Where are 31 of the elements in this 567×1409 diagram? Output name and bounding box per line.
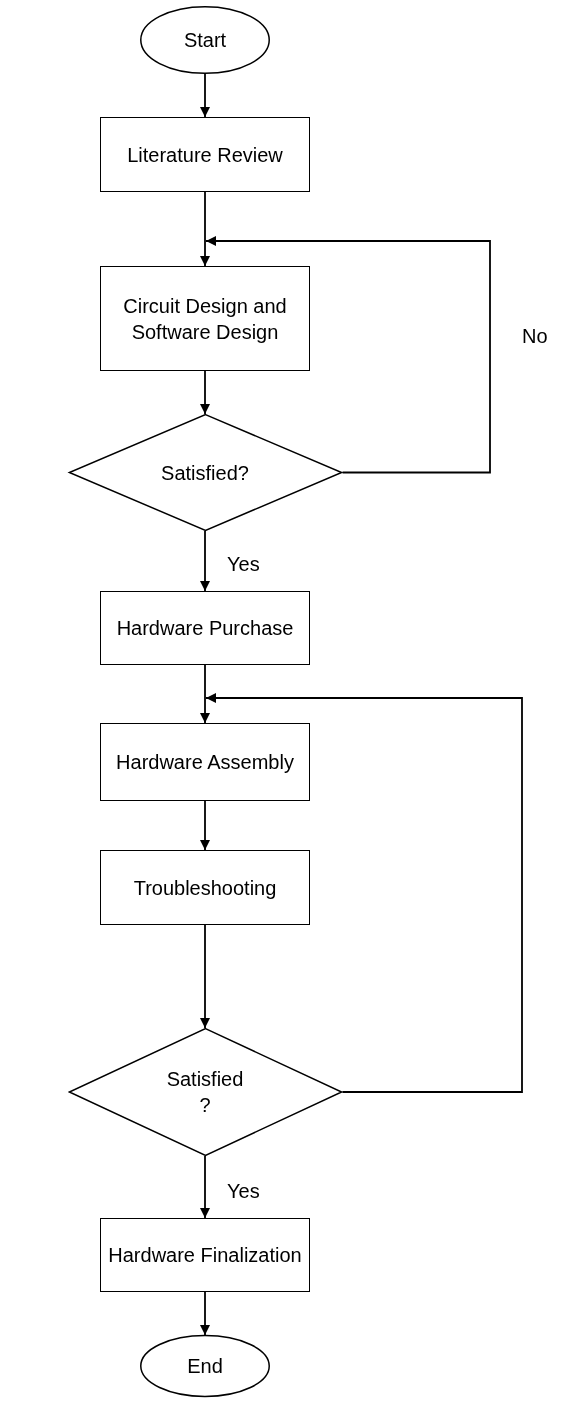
process-box xyxy=(100,850,310,925)
arrow xyxy=(205,693,523,1093)
node-text: Hardware Purchase xyxy=(116,616,294,641)
node-text: Hardware Finalization xyxy=(108,1243,302,1268)
node-text: Troubleshooting xyxy=(133,875,277,901)
arrow xyxy=(200,1155,210,1219)
arrow xyxy=(205,236,491,474)
node-text: Literature Review xyxy=(127,142,283,168)
arrow xyxy=(200,191,210,267)
decision-diamond xyxy=(67,414,343,531)
process-box xyxy=(100,266,310,371)
node-text: End xyxy=(187,1354,223,1379)
arrow xyxy=(200,370,210,415)
arrow xyxy=(200,924,210,1029)
arrow xyxy=(200,530,210,592)
arrow xyxy=(200,73,210,118)
terminal-ellipse xyxy=(140,1335,270,1397)
arrow xyxy=(200,664,210,724)
terminal-ellipse xyxy=(140,6,270,74)
process-box xyxy=(100,117,310,192)
process-box xyxy=(100,591,310,665)
node-text: Circuit Design and Software Design xyxy=(122,293,288,345)
arrow xyxy=(200,800,210,851)
process-box xyxy=(100,1218,310,1292)
node-text: Start xyxy=(183,28,227,53)
node-text: Hardware Assembly xyxy=(116,750,294,775)
decision-diamond xyxy=(67,1028,343,1156)
arrow xyxy=(200,1291,210,1336)
process-box xyxy=(100,723,310,801)
node-text: Satisfied ? xyxy=(165,1067,245,1118)
node-text: Satisfied? xyxy=(161,460,249,486)
